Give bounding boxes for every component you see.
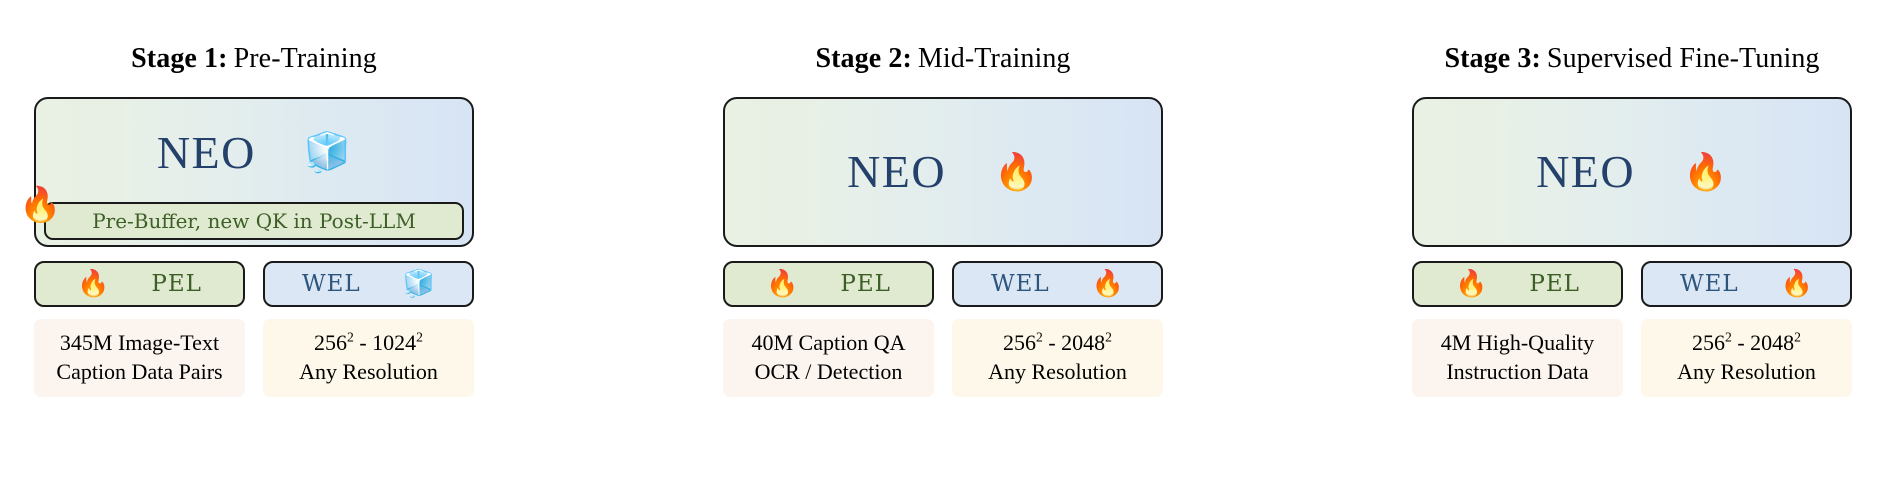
expert-label-pel-1: PEL — [151, 270, 202, 297]
stage-panel-3: Stage 3:Supervised Fine-Tuning NEO 🔥 🔥 P… — [1412, 42, 1852, 397]
stage-title-1: Stage 1:Pre-Training — [34, 42, 474, 76]
res-sep-2: - 2048 — [1042, 330, 1106, 355]
model-box-3: NEO 🔥 — [1412, 97, 1852, 247]
res-low-sup-1: 2 — [347, 329, 354, 345]
caption-res-line2-3: Any Resolution — [1677, 359, 1816, 384]
caption-data-2: 40M Caption QA OCR / Detection — [723, 319, 934, 397]
model-row-2: NEO 🔥 — [725, 99, 1161, 245]
caption-data-line2-2: OCR / Detection — [754, 359, 903, 384]
caption-row-1: 345M Image-Text Caption Data Pairs 2562 … — [34, 319, 474, 397]
model-label-2: NEO — [847, 146, 947, 197]
res-low-1: 256 — [314, 330, 348, 355]
expert-label-pel-2: PEL — [840, 270, 891, 297]
caption-data-3: 4M High-Quality Instruction Data — [1412, 319, 1623, 397]
caption-resolution-3: 2562 - 20482 Any Resolution — [1641, 319, 1852, 397]
caption-data-line1-2: 40M Caption QA — [751, 330, 906, 355]
stage-title-rest-3: Supervised Fine-Tuning — [1546, 43, 1820, 74]
caption-res-line1-3: 2562 - 20482 — [1645, 328, 1848, 357]
caption-row-3: 4M High-Quality Instruction Data 2562 - … — [1412, 319, 1852, 397]
res-sep-1: - 1024 — [353, 330, 417, 355]
caption-res-line2-2: Any Resolution — [988, 359, 1127, 384]
stage-panel-1: Stage 1:Pre-Training 🔥 NEO 🧊 Pre-Buffer,… — [19, 42, 474, 397]
expert-box-wel-1[interactable]: WEL 🧊 — [263, 261, 474, 307]
fire-icon: 🔥 — [1780, 269, 1814, 298]
expert-label-wel-3: WEL — [1679, 270, 1739, 297]
expert-box-pel-2[interactable]: 🔥 PEL — [723, 261, 934, 307]
caption-data-line2-3: Instruction Data — [1446, 359, 1589, 384]
ice-cube-icon: 🧊 — [402, 269, 436, 298]
res-high-sup-3: 2 — [1794, 329, 1801, 345]
model-box-2: NEO 🔥 — [723, 97, 1163, 247]
expert-row-1: 🔥 PEL WEL 🧊 — [34, 261, 474, 307]
stage-title-3: Stage 3:Supervised Fine-Tuning — [1412, 42, 1852, 76]
stage-title-2: Stage 2:Mid-Training — [723, 42, 1163, 76]
res-low-sup-2: 2 — [1036, 329, 1043, 345]
fire-icon: 🔥 — [19, 187, 62, 224]
stage-title-rest-2: Mid-Training — [917, 43, 1071, 74]
expert-label-wel-2: WEL — [990, 270, 1050, 297]
stage-title-bold-2: Stage 2: — [815, 43, 912, 74]
expert-row-3: 🔥 PEL WEL 🔥 — [1412, 261, 1852, 307]
caption-res-line2-1: Any Resolution — [299, 359, 438, 384]
inner-module-label-1: Pre-Buffer, new QK in Post-LLM — [92, 209, 416, 233]
res-low-2: 256 — [1003, 330, 1037, 355]
res-low-sup-3: 2 — [1725, 329, 1732, 345]
expert-label-pel-3: PEL — [1529, 270, 1580, 297]
ice-cube-icon: 🧊 — [303, 132, 352, 174]
caption-resolution-1: 2562 - 10242 Any Resolution — [263, 319, 474, 397]
expert-box-pel-3[interactable]: 🔥 PEL — [1412, 261, 1623, 307]
caption-data-line2-1: Caption Data Pairs — [56, 359, 223, 384]
expert-box-wel-3[interactable]: WEL 🔥 — [1641, 261, 1852, 307]
fire-icon: 🔥 — [1091, 269, 1125, 298]
fire-icon: 🔥 — [1455, 269, 1488, 298]
model-row-1: NEO 🧊 — [36, 99, 472, 207]
res-low-3: 256 — [1692, 330, 1726, 355]
stage-title-bold-3: Stage 3: — [1444, 43, 1541, 74]
expert-box-wel-2[interactable]: WEL 🔥 — [952, 261, 1163, 307]
caption-resolution-2: 2562 - 20482 Any Resolution — [952, 319, 1163, 397]
caption-data-line1-1: 345M Image-Text — [59, 330, 220, 355]
caption-data-1: 345M Image-Text Caption Data Pairs — [34, 319, 245, 397]
fire-icon: 🔥 — [77, 269, 110, 298]
res-high-sup-2: 2 — [1105, 329, 1112, 345]
caption-row-2: 40M Caption QA OCR / Detection 2562 - 20… — [723, 319, 1163, 397]
model-label-3: NEO — [1536, 146, 1636, 197]
inner-module-box-1: Pre-Buffer, new QK in Post-LLM — [44, 202, 464, 240]
stage-title-bold-1: Stage 1: — [131, 43, 228, 74]
model-row-3: NEO 🔥 — [1414, 99, 1850, 245]
expert-label-wel-1: WEL — [301, 270, 361, 297]
model-label-1: NEO — [156, 127, 256, 178]
expert-box-pel-1[interactable]: 🔥 PEL — [34, 261, 245, 307]
fire-icon: 🔥 — [994, 152, 1039, 192]
res-high-sup-1: 2 — [416, 329, 423, 345]
res-sep-3: - 2048 — [1731, 330, 1795, 355]
stage-panel-2: Stage 2:Mid-Training NEO 🔥 🔥 PEL WEL 🔥 4… — [723, 42, 1163, 397]
caption-res-line1-1: 2562 - 10242 — [267, 328, 470, 357]
expert-row-2: 🔥 PEL WEL 🔥 — [723, 261, 1163, 307]
fire-icon: 🔥 — [1683, 152, 1728, 192]
caption-data-line1-3: 4M High-Quality — [1440, 330, 1595, 355]
stage-title-rest-1: Pre-Training — [233, 43, 377, 74]
fire-icon: 🔥 — [766, 269, 799, 298]
caption-res-line1-2: 2562 - 20482 — [956, 328, 1159, 357]
model-box-1: 🔥 NEO 🧊 Pre-Buffer, new QK in Post-LLM — [19, 97, 474, 247]
